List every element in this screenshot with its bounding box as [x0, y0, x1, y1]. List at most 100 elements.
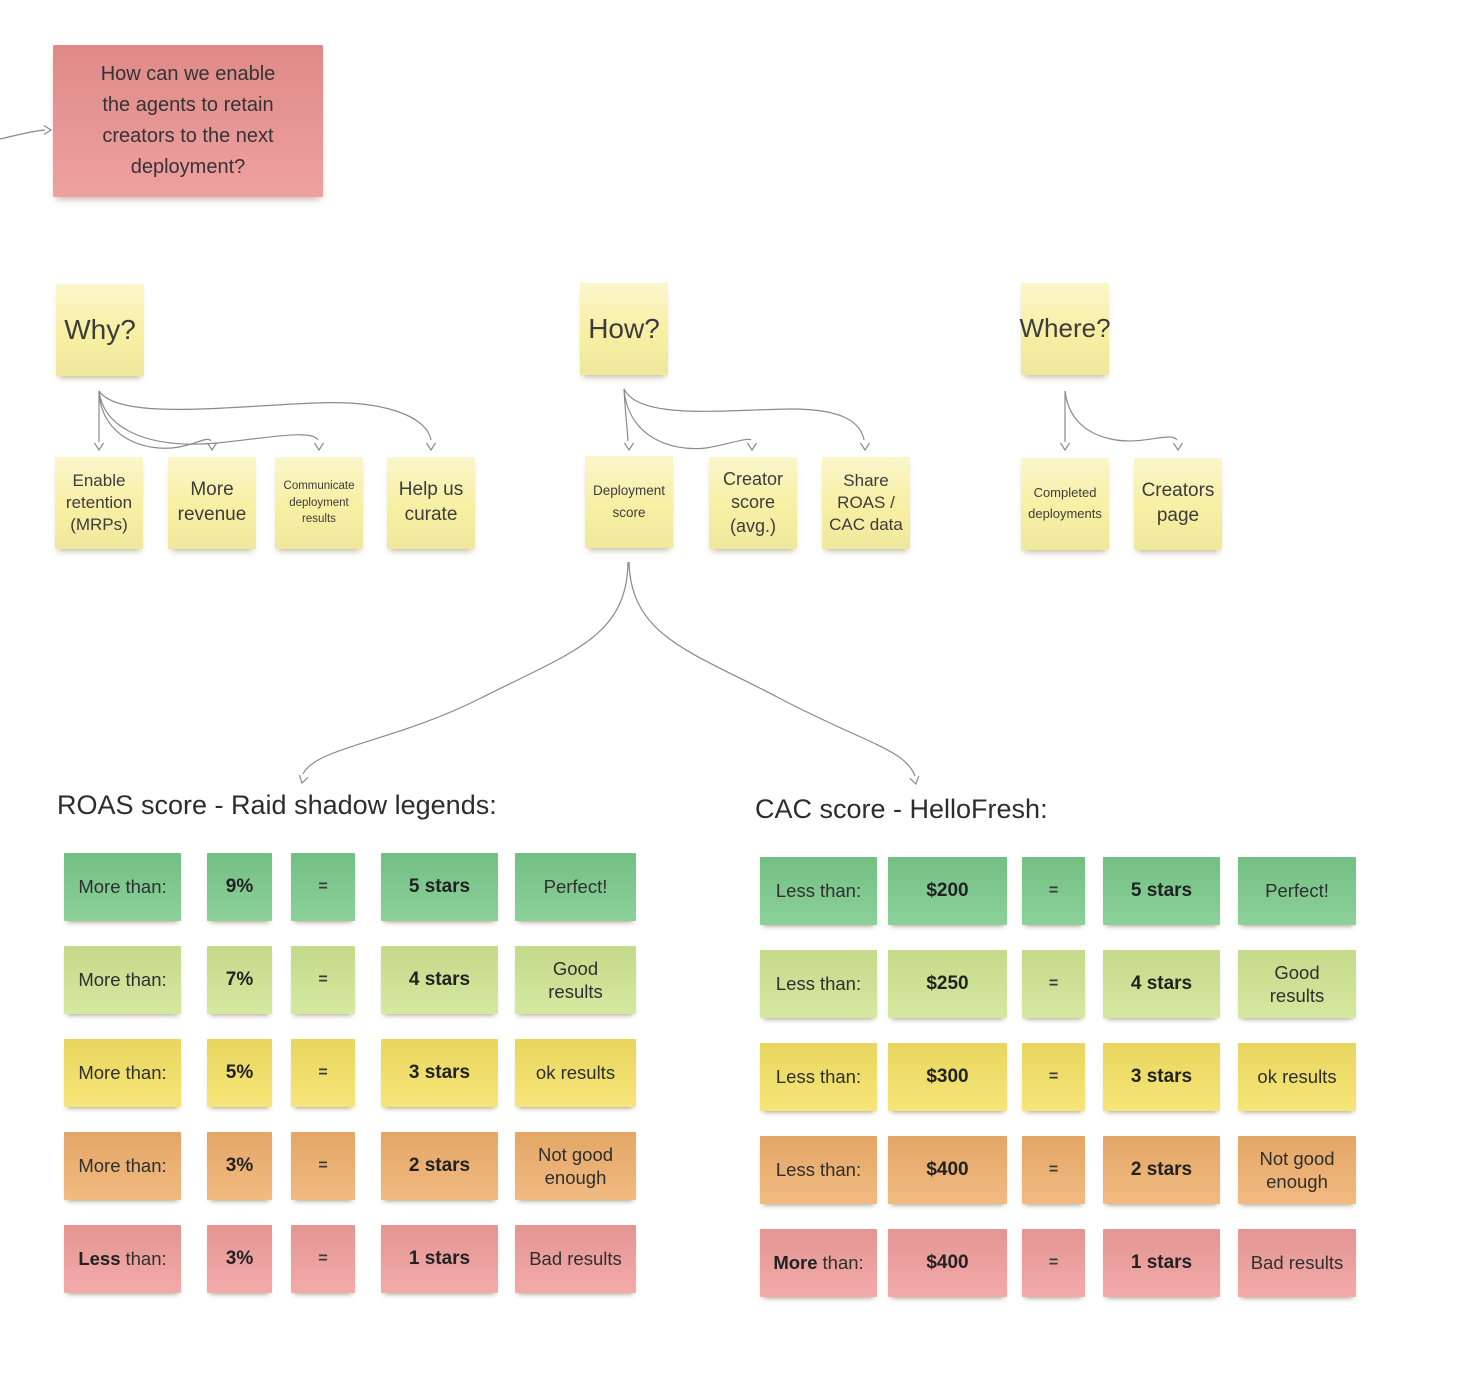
qualifier-word: More [78, 969, 121, 991]
equals-cell[interactable]: = [291, 853, 355, 921]
qualifier-word: Less [775, 1066, 815, 1088]
value-cell[interactable]: 7% [207, 946, 272, 1014]
result-cell[interactable]: Perfect! [515, 853, 636, 921]
stars-cell[interactable]: 2 stars [1103, 1136, 1220, 1204]
result-cell[interactable]: Perfect! [1238, 857, 1356, 925]
result-cell[interactable]: Good results [515, 946, 636, 1014]
arrowhead-icon [746, 442, 758, 452]
sticky-note-question[interactable]: How can we enable the agents to retain c… [53, 45, 323, 197]
sticky-note-how[interactable]: How? [580, 283, 668, 375]
sticky-note-enable-retention[interactable]: Enable retention (MRPs) [55, 457, 143, 549]
connector-why-enable-retention [93, 390, 105, 452]
connector-why-communicate [98, 390, 325, 452]
value-cell[interactable]: 9% [207, 853, 272, 921]
arrowhead-icon [43, 124, 53, 136]
result-cell[interactable]: ok results [515, 1039, 636, 1107]
connector-deployment-roas-table [298, 561, 629, 785]
arrowhead-icon [313, 442, 325, 452]
sticky-note-deployment-score[interactable]: Deployment score [585, 456, 673, 548]
stars-cell[interactable]: 4 stars [381, 946, 498, 1014]
connector-where-creators-page [1064, 390, 1184, 452]
result-cell[interactable]: Good results [1238, 950, 1356, 1018]
value-cell[interactable]: 3% [207, 1225, 272, 1293]
equals-cell[interactable]: = [1022, 1043, 1085, 1111]
qualifier-rest: than: [822, 1252, 864, 1274]
result-cell[interactable]: Not good enough [1238, 1136, 1356, 1204]
sticky-note-where[interactable]: Where? [1019, 283, 1111, 375]
sticky-note-more-revenue[interactable]: More revenue [168, 457, 256, 549]
arrowhead-icon [1172, 442, 1184, 452]
equals-cell[interactable]: = [1022, 950, 1085, 1018]
arrowhead-icon [1059, 442, 1071, 452]
qualifier-rest: than: [125, 1062, 167, 1084]
qualifier-rest: than: [125, 876, 167, 898]
stars-cell[interactable]: 1 stars [1103, 1229, 1220, 1297]
sticky-note-why[interactable]: Why? [56, 284, 144, 376]
value-cell[interactable]: $300 [888, 1043, 1007, 1111]
qualifier-word: More [78, 1062, 121, 1084]
stars-cell[interactable]: 3 stars [381, 1039, 498, 1107]
result-cell[interactable]: Bad results [515, 1225, 636, 1293]
roas-table-title[interactable]: ROAS score - Raid shadow legends: [57, 790, 497, 820]
sticky-note-share-roas-cac[interactable]: Share ROAS / CAC data [822, 457, 910, 549]
equals-cell[interactable]: = [291, 1225, 355, 1293]
arrowhead-icon [298, 774, 309, 785]
stars-cell[interactable]: 5 stars [381, 853, 498, 921]
qualifier-rest: than: [819, 880, 862, 902]
stars-cell[interactable]: 5 stars [1103, 857, 1220, 925]
equals-cell[interactable]: = [291, 1132, 355, 1200]
sticky-note-creators-page[interactable]: Creators page [1134, 458, 1222, 550]
connector-root-question [0, 124, 53, 140]
connector-deployment-cac-table [628, 561, 920, 786]
cac-table-title[interactable]: CAC score - HelloFresh: [755, 794, 1048, 824]
arrowhead-icon [206, 442, 218, 452]
equals-cell[interactable]: = [291, 1039, 355, 1107]
sticky-note-completed-deployments[interactable]: Completed deployments [1021, 458, 1109, 550]
stars-cell[interactable]: 1 stars [381, 1225, 498, 1293]
value-cell[interactable]: $400 [888, 1229, 1007, 1297]
connector-where-completed [1059, 391, 1071, 452]
qualifier-word: Less [775, 973, 815, 995]
value-cell[interactable]: $200 [888, 857, 1007, 925]
sticky-note-creator-score[interactable]: Creator score (avg.) [709, 457, 797, 549]
qualifier-rest: than: [125, 969, 167, 991]
result-cell[interactable]: ok results [1238, 1043, 1356, 1111]
arrowhead-icon [93, 442, 105, 452]
value-cell[interactable]: 3% [207, 1132, 272, 1200]
arrowhead-icon [909, 775, 920, 786]
sticky-note-communicate-results[interactable]: Communicate deployment results [275, 457, 363, 549]
qualifier-rest: than: [125, 1155, 167, 1177]
sticky-note-help-us-curate[interactable]: Help us curate [387, 457, 475, 549]
equals-cell[interactable]: = [1022, 1136, 1085, 1204]
equals-cell[interactable]: = [291, 946, 355, 1014]
equals-cell[interactable]: = [1022, 857, 1085, 925]
stars-cell[interactable]: 3 stars [1103, 1043, 1220, 1111]
value-cell[interactable]: $400 [888, 1136, 1007, 1204]
stars-cell[interactable]: 4 stars [1103, 950, 1220, 1018]
value-cell[interactable]: $250 [888, 950, 1007, 1018]
connector-why-more-revenue [98, 390, 218, 452]
result-cell[interactable]: Bad results [1238, 1229, 1356, 1297]
arrowhead-icon [623, 442, 635, 452]
equals-cell[interactable]: = [1022, 1229, 1085, 1297]
value-cell[interactable]: 5% [207, 1039, 272, 1107]
stars-cell[interactable]: 2 stars [381, 1132, 498, 1200]
result-cell[interactable]: Not good enough [515, 1132, 636, 1200]
qualifier-word: Less [78, 1248, 121, 1270]
